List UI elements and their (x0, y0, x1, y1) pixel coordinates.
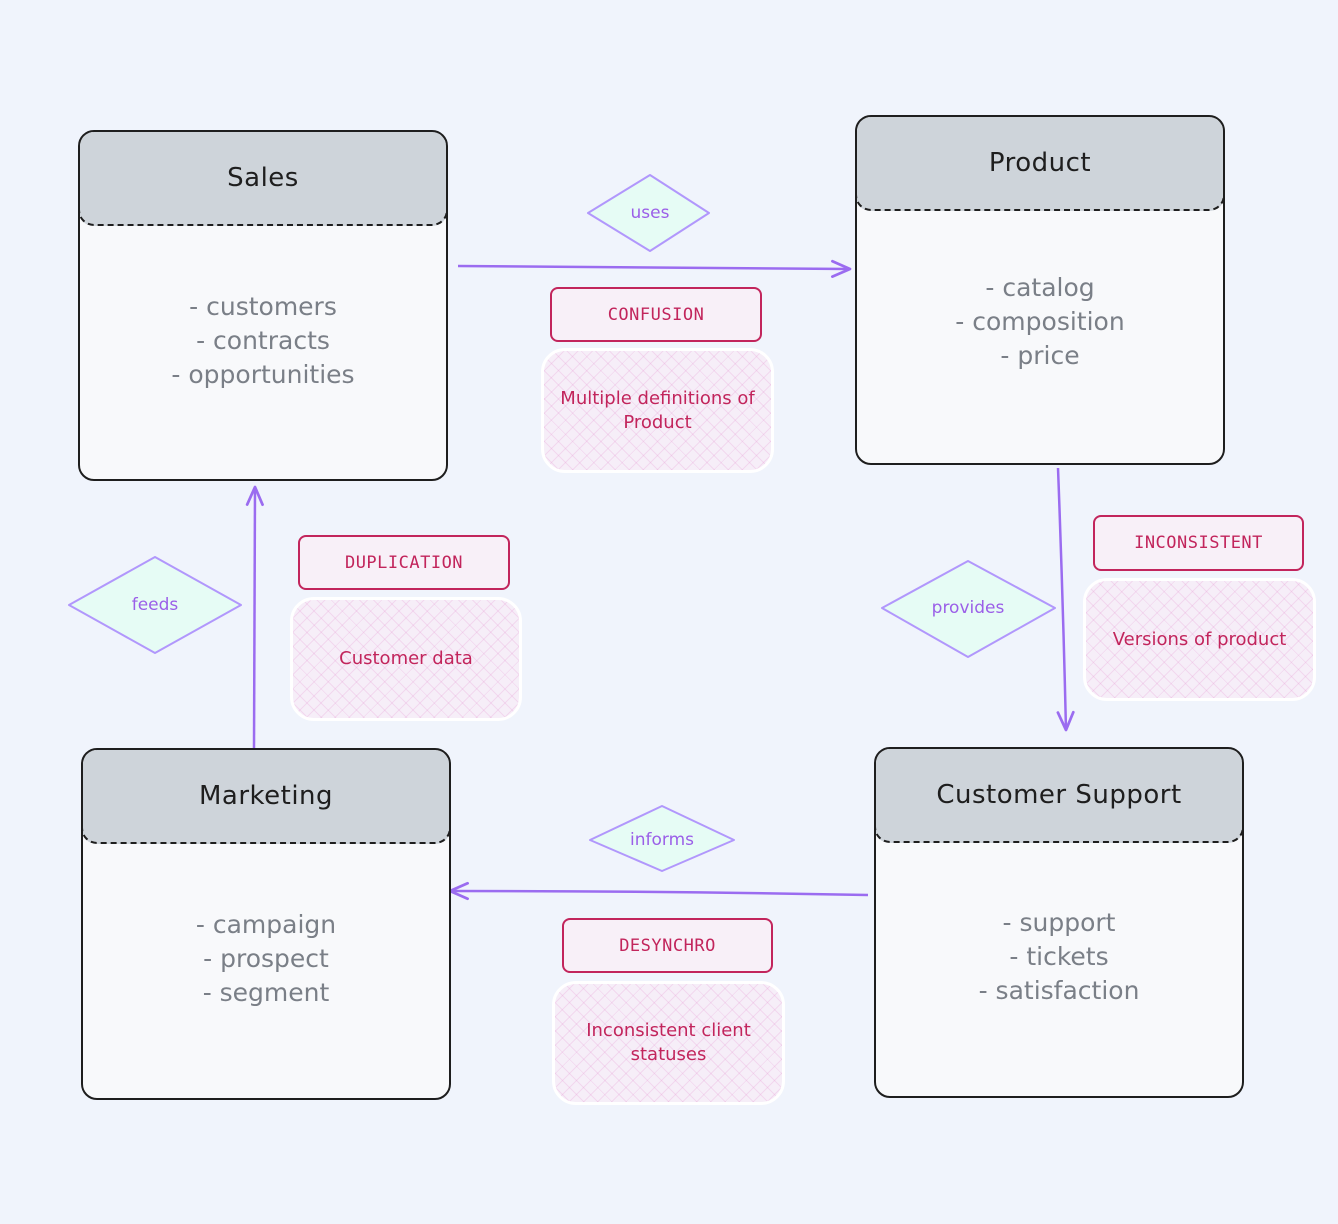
entity-item: - satisfaction (978, 976, 1140, 1005)
diamond-feeds[interactable] (68, 556, 242, 654)
entity-item: - support (1002, 908, 1116, 937)
diamond-uses[interactable] (587, 174, 710, 252)
diamond-informs[interactable] (589, 805, 735, 872)
issue-tag-confusion[interactable]: CONFUSION (550, 287, 762, 342)
entity-item: - opportunities (171, 360, 355, 389)
entity-items-product: - catalog - composition - price (857, 271, 1223, 373)
entity-items-marketing: - campaign - prospect - segment (83, 908, 449, 1010)
issue-note-duplication: Customer data (290, 597, 522, 721)
arrow-sales-to-product[interactable] (457, 259, 852, 278)
arrow-support-to-marketing[interactable] (448, 881, 869, 901)
entity-title-customer-support: Customer Support (936, 780, 1182, 810)
issue-tag-desynchro[interactable]: DESYNCHRO (562, 918, 773, 973)
entity-items-customer-support: - support - tickets - satisfaction (876, 906, 1242, 1008)
entity-item: - campaign (195, 910, 337, 939)
entity-items-sales: - customers - contracts - opportunities (80, 290, 446, 392)
entity-box-customer-support[interactable]: Customer Support - support - tickets - s… (874, 747, 1244, 1098)
relation-label-uses: uses (630, 203, 670, 223)
issue-note-confusion: Multiple definitions of Product (541, 348, 774, 473)
issue-note-desynchro: Inconsistent client statuses (552, 981, 785, 1105)
issue-tag-inconsistent[interactable]: INCONSISTENT (1093, 515, 1304, 571)
entity-item: - catalog (985, 273, 1095, 302)
entity-box-sales[interactable]: Sales - customers - contracts - opportun… (78, 130, 448, 481)
entity-title-product: Product (988, 148, 1092, 178)
arrow-marketing-to-sales[interactable] (245, 485, 264, 749)
diamond-provides[interactable] (881, 560, 1056, 658)
entity-item: - contracts (196, 326, 330, 355)
entity-item: - prospect (203, 944, 329, 973)
arrow-product-to-support[interactable] (1056, 467, 1075, 732)
issue-note-inconsistent: Versions of product (1083, 578, 1316, 701)
entity-box-marketing[interactable]: Marketing - campaign - prospect - segmen… (81, 748, 451, 1100)
relation-label-informs: informs (630, 830, 694, 850)
entity-header-marketing: Marketing (83, 750, 449, 844)
entity-item: - segment (202, 978, 330, 1007)
entity-box-product[interactable]: Product - catalog - composition - price (855, 115, 1225, 465)
entity-item: - composition (955, 307, 1125, 336)
entity-title-sales: Sales (227, 163, 299, 193)
entity-header-customer-support: Customer Support (876, 749, 1242, 843)
entity-header-sales: Sales (80, 132, 446, 226)
entity-item: - price (1000, 341, 1080, 370)
issue-tag-duplication[interactable]: DUPLICATION (298, 535, 510, 590)
entity-header-product: Product (857, 117, 1223, 211)
entity-item: - tickets (1009, 942, 1109, 971)
entity-title-marketing: Marketing (198, 781, 334, 811)
relation-label-provides: provides (931, 598, 1005, 618)
relation-label-feeds: feeds (131, 595, 179, 615)
entity-item: - customers (189, 292, 337, 321)
